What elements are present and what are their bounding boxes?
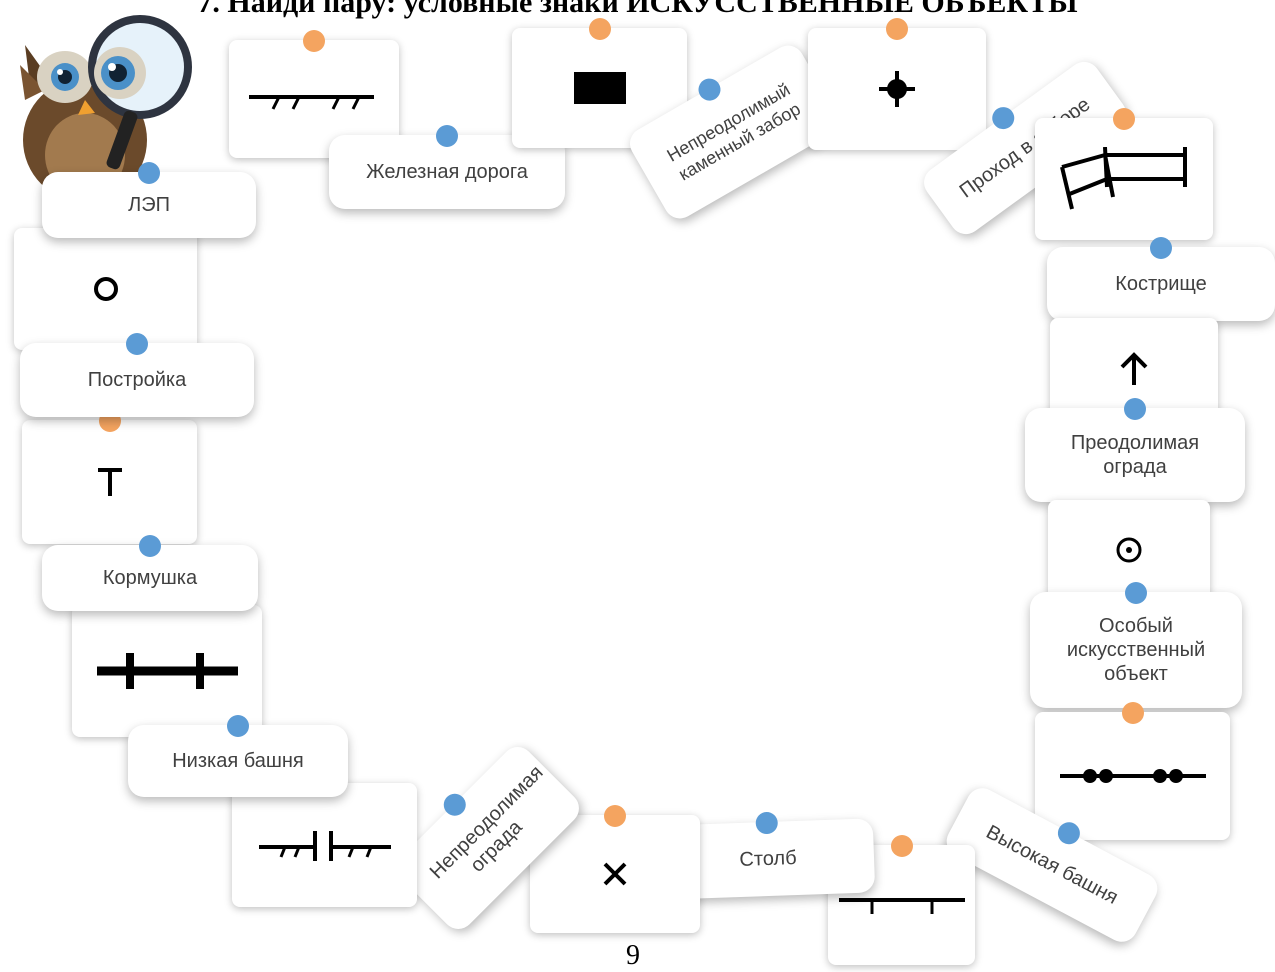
- dotted-line-icon: [1059, 769, 1206, 783]
- card-label: Постройка: [87, 369, 187, 391]
- dotted-line-symbol-card[interactable]: [1035, 702, 1230, 840]
- card-label: Кострище: [1115, 273, 1207, 295]
- connector-dot: [1150, 237, 1172, 259]
- circle-symbol-card[interactable]: [14, 228, 197, 350]
- arrow-up-icon: [1120, 352, 1148, 385]
- split-ticks-symbol-card[interactable]: [232, 783, 417, 907]
- crosshair-symbol-card[interactable]: [808, 18, 986, 150]
- connector-dot: [1121, 702, 1144, 724]
- card-label: Кормушка: [102, 567, 198, 589]
- connector-dot: [1113, 108, 1135, 130]
- split-ticks-icon: [258, 831, 391, 861]
- connector-dot: [138, 162, 160, 184]
- tick-line-icon: [838, 898, 965, 914]
- connector-dot: [139, 535, 161, 557]
- cross-icon: [603, 862, 627, 886]
- label-card-lep[interactable]: ЛЭП: [42, 162, 256, 238]
- connector-dot: [126, 333, 148, 355]
- fence-passage-symbol-card[interactable]: [1035, 108, 1213, 240]
- connector-dot: [604, 805, 626, 827]
- card-label: ЛЭП: [128, 194, 170, 216]
- connector-dot: [439, 789, 471, 821]
- fence-passage-icon: [1059, 146, 1187, 209]
- crossed-line-icon: [96, 653, 238, 689]
- page-number: 9: [626, 940, 640, 971]
- crosshair-dot-icon: [879, 71, 915, 107]
- crossed-line-symbol-card[interactable]: [72, 605, 262, 737]
- card-label: Особый искусственный объект: [1066, 615, 1206, 685]
- connector-dot: [890, 835, 913, 857]
- label-card-passable-fence[interactable]: Преодолимая ограда: [1025, 398, 1245, 502]
- connector-dot: [886, 18, 908, 40]
- connector-dot: [1124, 398, 1146, 420]
- connector-dot: [755, 811, 779, 835]
- filled-rectangle-icon: [573, 72, 626, 104]
- page-heading: 7. Найди пару: условные знаки ИСКУССТВЕН…: [197, 0, 1078, 19]
- connector-dot: [303, 30, 325, 52]
- connector-dot: [694, 74, 725, 105]
- circle-icon: [93, 277, 118, 301]
- card-label: Преодолимая ограда: [1070, 432, 1200, 478]
- label-card-building[interactable]: Постройка: [20, 333, 254, 417]
- label-card-campfire[interactable]: Кострище: [1047, 237, 1275, 321]
- label-card-special-object[interactable]: Особый искусственный объект: [1030, 582, 1242, 708]
- railway-ticks-icon: [249, 95, 374, 110]
- connector-dot: [436, 125, 458, 147]
- t-shape-symbol-card[interactable]: [22, 410, 197, 544]
- connector-dot: [1125, 582, 1147, 604]
- label-card-low-tower[interactable]: Низкая башня: [128, 715, 348, 797]
- connector-dot: [227, 715, 249, 737]
- circle-dot-icon: [1116, 537, 1142, 563]
- card-label: Столб: [739, 847, 797, 871]
- card-label: Низкая башня: [172, 750, 304, 772]
- card-label: Железная дорога: [366, 161, 528, 183]
- t-shape-icon: [97, 468, 122, 496]
- connector-dot: [588, 18, 611, 40]
- connector-dot: [987, 102, 1019, 134]
- label-card-feeder[interactable]: Кормушка: [42, 535, 258, 611]
